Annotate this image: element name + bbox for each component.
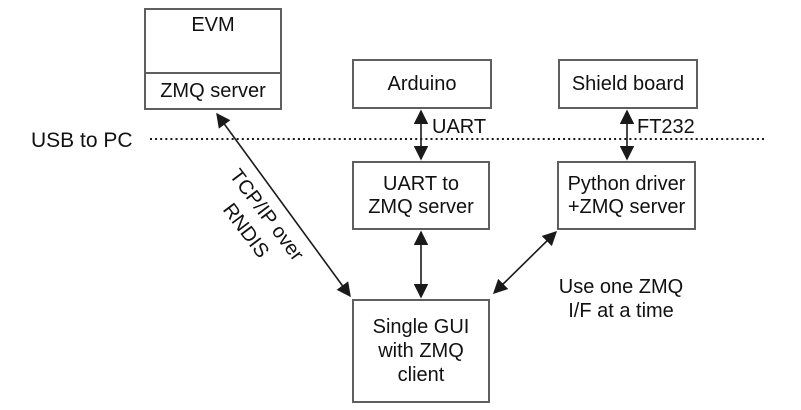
- single-gui-line1: Single GUI: [372, 316, 470, 338]
- python-driver-line2: +ZMQ server: [567, 195, 686, 218]
- usb-to-pc-label: USB to PC: [31, 129, 133, 152]
- python-driver-line1: Python driver: [567, 172, 686, 195]
- evm-title-compartment: EVM: [146, 10, 280, 74]
- note-line1: Use one ZMQ: [558, 276, 684, 298]
- arduino-box: Arduino: [352, 59, 492, 109]
- shield-board-label: Shield board: [571, 72, 685, 95]
- evm-box: EVM ZMQ server: [144, 8, 282, 110]
- uart-label: UART: [432, 116, 487, 138]
- uart-to-zmq-server-box: UART to ZMQ server: [352, 161, 490, 230]
- uart-to-zmq-line1: UART to: [383, 172, 459, 195]
- note-line2: I/F at a time: [568, 300, 674, 322]
- arduino-label: Arduino: [387, 72, 457, 95]
- tcpip-over-rndis-label: TCP/IP over RNDIS: [187, 143, 325, 302]
- evm-zmq-server-compartment: ZMQ server: [146, 74, 280, 108]
- single-gui-box: Single GUI with ZMQ client: [352, 299, 490, 403]
- python-driver-box: Python driver +ZMQ server: [557, 161, 696, 230]
- shield-board-box: Shield board: [558, 59, 698, 109]
- ft232-label: FT232: [637, 116, 695, 138]
- evm-title: EVM: [191, 14, 235, 36]
- single-gui-line2: with ZMQ: [378, 340, 464, 362]
- use-one-zmq-note: Use one ZMQ I/F at a time: [536, 275, 706, 323]
- evm-zmq-server-label: ZMQ server: [160, 79, 266, 102]
- uart-to-zmq-line2: ZMQ server: [368, 195, 474, 218]
- single-gui-line3: client: [397, 364, 445, 386]
